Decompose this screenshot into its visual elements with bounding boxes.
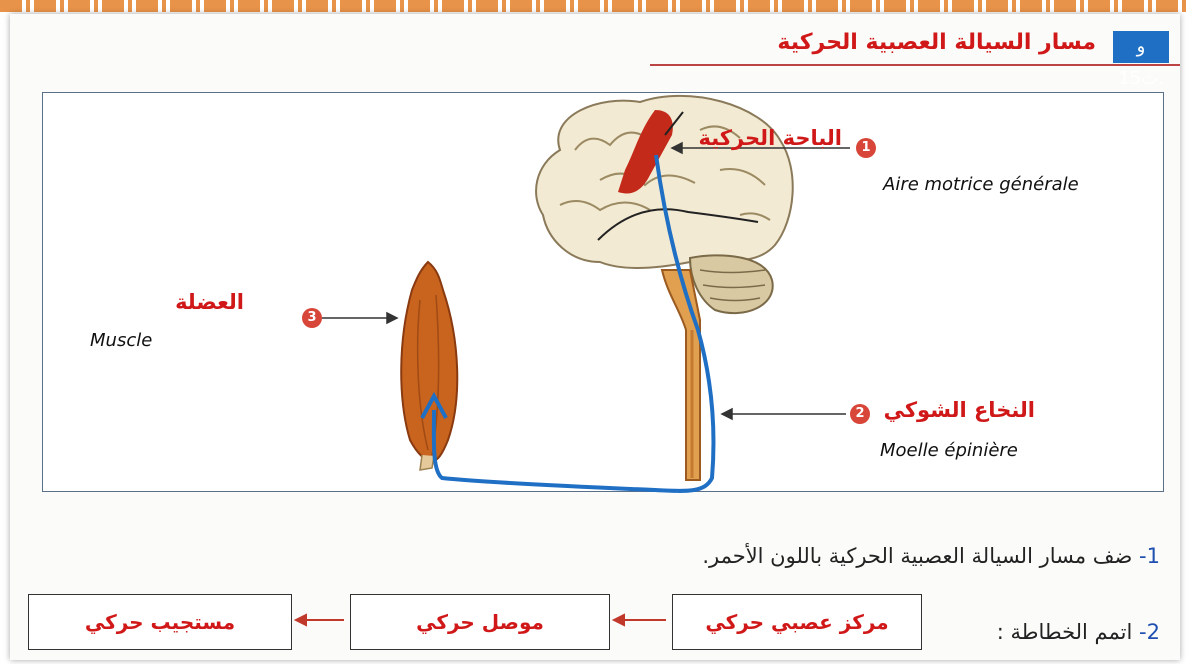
question-1: 1- ضف مسار السيالة العصبية الحركية باللو…: [702, 544, 1160, 568]
spinal-cord-arabic-label: النخاع الشوكي: [884, 398, 1035, 422]
muscle-french-label: Muscle: [90, 330, 152, 351]
label-number-2: 2: [850, 404, 870, 424]
question-2: 2- اتمم الخطاطة :: [997, 620, 1160, 644]
scheme-box-motor-center: مركز عصبي حركي: [672, 594, 922, 650]
spinal-cord-french-label: Moelle épinière: [880, 440, 1018, 461]
brain-illustration: [536, 96, 793, 480]
question-1-number: 1-: [1139, 544, 1160, 568]
muscle-arabic-label: العضلة: [175, 290, 244, 314]
label-number-1: 1: [856, 138, 876, 158]
scheme-box-motor-effector: مستجيب حركي: [28, 594, 292, 650]
motor-area-arabic-label: الباحة الحركية: [698, 126, 842, 150]
muscle-illustration: [401, 262, 457, 470]
label-number-3: 3: [302, 308, 322, 328]
question-2-number: 2-: [1139, 620, 1160, 644]
scheme-box-motor-conductor: موصل حركي: [350, 594, 610, 650]
question-1-text: ضف مسار السيالة العصبية الحركية باللون ا…: [702, 544, 1132, 568]
question-2-text: اتمم الخطاطة :: [997, 620, 1133, 644]
motor-area-french-label: Aire motrice générale: [883, 174, 1079, 195]
